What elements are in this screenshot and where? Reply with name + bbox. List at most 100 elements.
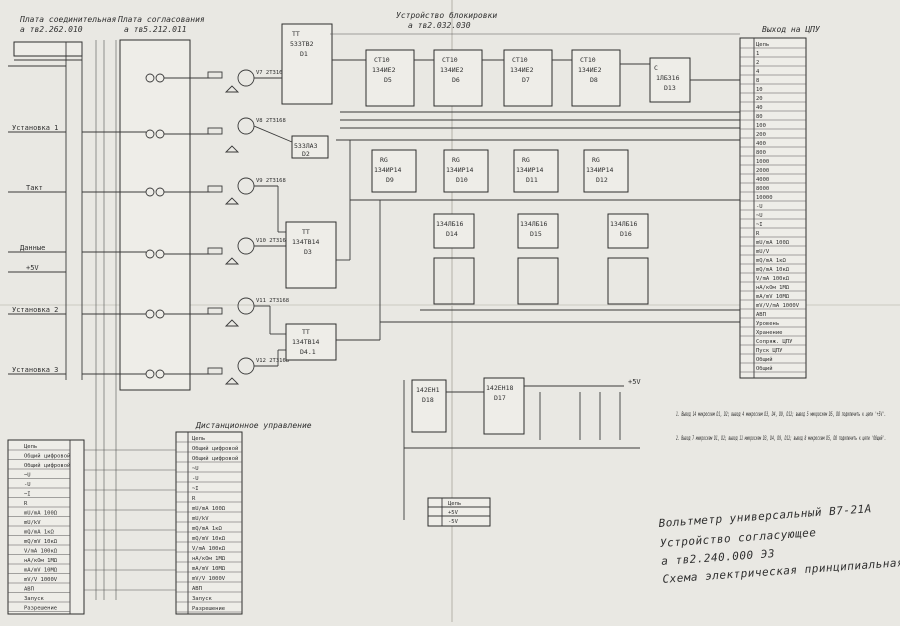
chip-d4-name: 134ТВ14 bbox=[292, 338, 319, 346]
right-connector-title: Выход на ЦПУ bbox=[762, 25, 821, 34]
transistor-label: V8 2Т3168 bbox=[256, 118, 286, 124]
pin-label: mV/V 1000V bbox=[24, 577, 58, 583]
pin-label: mA/mV 10МΩ bbox=[756, 294, 790, 300]
title-code: а тв2.240.000 Э3 bbox=[661, 547, 776, 568]
pin-label: -U bbox=[756, 204, 763, 210]
svg-text:1ЛБ316: 1ЛБ316 bbox=[656, 74, 680, 82]
pin-label: Общий bbox=[756, 365, 773, 372]
right-connector-pins: Цепь124810204080100200400800100020004000… bbox=[740, 42, 806, 373]
svg-text:134ИЕ2: 134ИЕ2 bbox=[440, 66, 464, 74]
svg-text:D15: D15 bbox=[530, 230, 542, 238]
note-1: 1. Вывод 14 микросхем D1, D2; вывод 4 ми… bbox=[676, 411, 886, 418]
svg-text:134ИЕ2: 134ИЕ2 bbox=[372, 66, 396, 74]
pin-label: mU/kV bbox=[192, 516, 209, 522]
svg-text:RG: RG bbox=[522, 156, 530, 164]
input-label: Установка 2 bbox=[12, 306, 58, 314]
svg-text:RG: RG bbox=[380, 156, 388, 164]
chip-d1-name: 533ТВ2 bbox=[290, 40, 314, 48]
svg-text:134ИР14: 134ИР14 bbox=[516, 166, 543, 174]
svg-text:D16: D16 bbox=[620, 230, 632, 238]
svg-text:134ЛБ16: 134ЛБ16 bbox=[436, 220, 463, 228]
right-remote-table bbox=[175, 431, 243, 615]
right-connector bbox=[739, 37, 807, 379]
pin-label: Пуск ЦПУ bbox=[756, 348, 783, 354]
pin-label: Уровень bbox=[756, 321, 779, 327]
svg-text:D5: D5 bbox=[384, 76, 392, 84]
svg-text:134ИЕ2: 134ИЕ2 bbox=[510, 66, 534, 74]
pin-label: V/mA 100кΩ bbox=[24, 549, 58, 555]
mid-plate-code: а тв5.212.011 bbox=[124, 25, 187, 34]
transistor-label: V9 2Т3168 bbox=[256, 178, 286, 184]
chip-d2-ref: D2 bbox=[302, 150, 310, 158]
svg-text:134ИЕ2: 134ИЕ2 bbox=[578, 66, 602, 74]
title-unit: Устройство согласующее bbox=[660, 526, 817, 550]
chip-d1 bbox=[281, 23, 333, 105]
transistor-label: V12 2Т3168 bbox=[256, 358, 289, 364]
pin-label: Цепь bbox=[756, 42, 769, 48]
chip-d3-name: 134ТВ14 bbox=[292, 238, 319, 246]
pin-label: mQ/mV 10кΩ bbox=[24, 539, 58, 545]
pin-label: -U bbox=[24, 482, 31, 488]
device-title: Устройство блокировки bbox=[396, 10, 497, 20]
note-2: 2. Вывод 7 микросхем D1, D2; вывод 11 ми… bbox=[676, 434, 886, 442]
svg-text:134ЛБ16: 134ЛБ16 bbox=[610, 220, 637, 228]
input-label: Такт bbox=[26, 184, 43, 192]
chip-d3-ref: D3 bbox=[304, 248, 312, 256]
svg-text:D18: D18 bbox=[422, 396, 434, 404]
svg-text:142ЕН18: 142ЕН18 bbox=[486, 384, 513, 392]
svg-text:D10: D10 bbox=[456, 176, 468, 184]
pin-label: АВП bbox=[24, 587, 34, 593]
transistor-stages: V7 2Т3168 V8 2Т3168 V9 2Т3168 V10 2Т3168… bbox=[207, 69, 289, 385]
pin-label: Запуск bbox=[192, 596, 213, 602]
pin-label: ~U bbox=[24, 473, 31, 479]
pin-label: mQ/mA 1кΩ bbox=[24, 530, 54, 536]
svg-text:142ЕН1: 142ЕН1 bbox=[416, 386, 440, 394]
input-label: Данные bbox=[20, 244, 45, 252]
pin-label: mU/mA 100Ω bbox=[756, 240, 790, 246]
pin-label: mV/V/mA 1000V bbox=[756, 303, 800, 309]
input-label: Установка 1 bbox=[12, 124, 58, 132]
power-supply: 142ЕН1 D18 142ЕН18 D17 +5V bbox=[411, 377, 641, 435]
transistor-label: V7 2Т3168 bbox=[256, 70, 286, 76]
pin-label: 10 bbox=[756, 87, 763, 93]
pin-label: ~I bbox=[192, 486, 199, 492]
pin-label: V/mA 100кΩ bbox=[192, 546, 226, 552]
pin-label: V/mA 100кΩ bbox=[756, 276, 790, 282]
pin-label: 8000 bbox=[756, 186, 769, 192]
pin-label: 4000 bbox=[756, 177, 769, 183]
svg-text:D11: D11 bbox=[526, 176, 538, 184]
left-plate-header-box bbox=[13, 41, 83, 57]
left-plate-code: а тв2.262.010 bbox=[20, 25, 83, 34]
pin-label: Общий цифровой bbox=[192, 455, 238, 462]
pin-label: -U bbox=[192, 476, 199, 482]
chip-d2-name: 533ЛА3 bbox=[294, 142, 318, 150]
pin-label: R bbox=[24, 501, 28, 507]
title-device: Вольтметр универсальный В7-21А bbox=[658, 502, 872, 530]
decoder-chips: 134ЛБ16 D14 134ЛБ16 D15 134ЛБ16 D16 bbox=[433, 213, 649, 305]
transformer-block bbox=[119, 39, 191, 391]
pin-label: 200 bbox=[756, 132, 766, 138]
svg-text:+5V: +5V bbox=[448, 510, 459, 516]
svg-text:134ИР14: 134ИР14 bbox=[446, 166, 473, 174]
pin-label: ~I bbox=[24, 492, 31, 498]
svg-text:D14: D14 bbox=[446, 230, 458, 238]
svg-text:CT10: CT10 bbox=[374, 56, 390, 64]
vout-label: +5V bbox=[628, 378, 641, 386]
pin-label: 400 bbox=[756, 141, 766, 147]
chip-d1-ref: D1 bbox=[300, 50, 308, 58]
svg-text:CT10: CT10 bbox=[512, 56, 528, 64]
title-block: Вольтметр универсальный В7-21А Устройств… bbox=[658, 502, 900, 586]
chip-d4-ref: D4.1 bbox=[300, 348, 316, 356]
svg-text:134ИР14: 134ИР14 bbox=[586, 166, 613, 174]
transistor-label: V10 2Т3168 bbox=[256, 238, 289, 244]
svg-text:C: C bbox=[654, 64, 658, 72]
x2-connector: Цепь +5V -5V bbox=[427, 497, 491, 527]
pin-label: 2000 bbox=[756, 168, 769, 174]
left-plate-title: Плата соединительная bbox=[19, 15, 117, 24]
chip-d1-type: TT bbox=[292, 30, 300, 38]
svg-text:Цепь: Цепь bbox=[448, 501, 461, 507]
